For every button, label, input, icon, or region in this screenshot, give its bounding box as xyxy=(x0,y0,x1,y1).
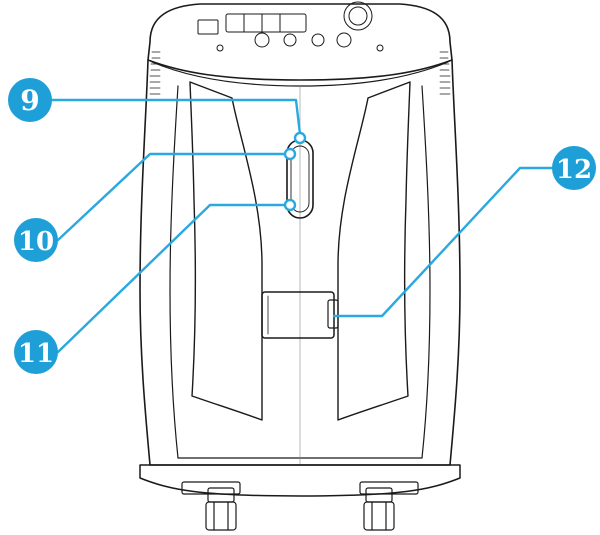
leader-12 xyxy=(332,166,558,318)
control-knob-3 xyxy=(311,33,325,47)
callout-10: 10 xyxy=(14,218,58,262)
top-cap xyxy=(147,3,453,81)
right-caster xyxy=(359,481,419,531)
leader-11 xyxy=(56,203,288,354)
callout-11-label: 11 xyxy=(18,339,54,369)
top-cap-lip xyxy=(151,61,449,87)
device-body xyxy=(139,1,461,531)
control-knob-4 xyxy=(336,32,352,48)
callout-9: 9 xyxy=(8,78,52,122)
right-grille xyxy=(439,51,451,95)
callout-12-label: 12 xyxy=(556,155,592,185)
callout-9-label: 9 xyxy=(20,84,39,117)
battery-latch xyxy=(261,291,335,339)
left-panel xyxy=(189,81,263,421)
control-panel xyxy=(197,1,384,52)
callout-11: 11 xyxy=(14,330,58,374)
right-panel xyxy=(337,81,411,421)
callout-10-label: 10 xyxy=(18,227,54,257)
left-caster xyxy=(181,481,241,531)
base xyxy=(139,464,461,497)
battery-latch-clip xyxy=(327,299,339,329)
handle-slot-inner xyxy=(290,145,310,213)
leader-9 xyxy=(48,98,302,136)
top-knob xyxy=(343,1,373,31)
callout-12: 12 xyxy=(552,146,596,190)
leader-10 xyxy=(56,152,288,242)
control-knob-2 xyxy=(283,33,297,47)
left-grille xyxy=(149,51,161,95)
control-knob-1 xyxy=(254,32,270,48)
control-display xyxy=(225,13,307,33)
callout-lines xyxy=(48,98,558,354)
